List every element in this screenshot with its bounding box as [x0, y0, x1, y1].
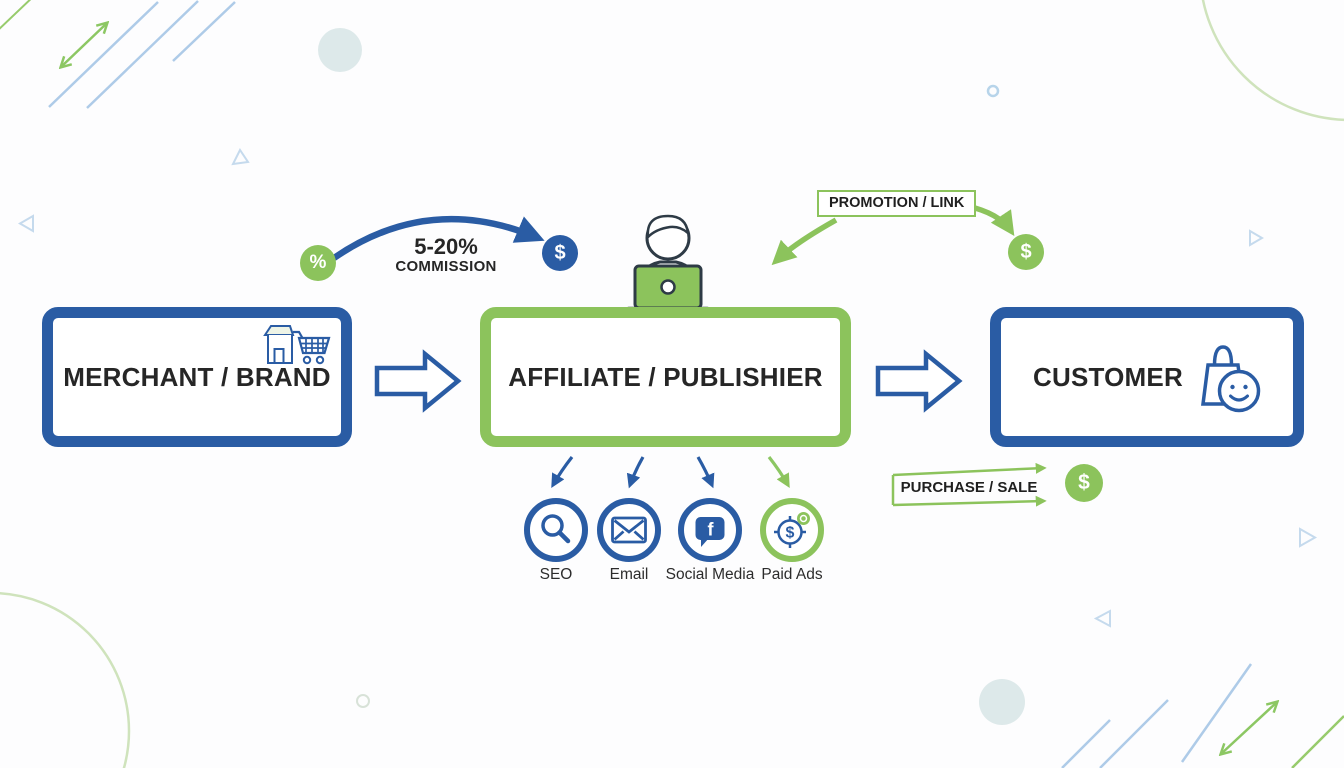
channel-email: [597, 498, 661, 562]
store-cart-icon: [263, 325, 331, 365]
commission-rate: 5-20%: [414, 234, 478, 259]
person-laptop-icon: [623, 214, 713, 314]
promotion-label-box: PROMOTION / LINK: [817, 190, 977, 217]
channel-seo: [524, 498, 588, 562]
paid-ads-dollar: $: [786, 525, 795, 542]
dollar-badge-green-promotion: $: [1008, 234, 1044, 270]
affiliate-label: AFFILIATE / PUBLISHIER: [508, 361, 823, 392]
affiliate-box: AFFILIATE / PUBLISHIER: [480, 307, 851, 447]
percent-symbol: %: [309, 252, 327, 273]
purchase-arrows: [891, 462, 1047, 507]
purchase-label: PURCHASE / SALE: [900, 479, 1038, 496]
merchant-label: MERCHANT / BRAND: [63, 361, 331, 392]
dollar-symbol: $: [1020, 240, 1032, 263]
channel-arrow-social: [696, 456, 715, 489]
customer-label: CUSTOMER: [1033, 361, 1183, 392]
channel-arrow-email: [626, 456, 645, 489]
search-icon: [541, 514, 571, 544]
channel-label-social-media: Social Media: [665, 566, 755, 583]
promotion-arrow-to-affiliate: [771, 217, 838, 266]
commission-arrow: [332, 215, 545, 261]
facebook-letter: f: [708, 520, 715, 540]
purchase-label-box: PURCHASE / SALE: [899, 479, 1039, 496]
email-icon: [611, 516, 647, 544]
channel-label-email: Email: [609, 566, 649, 583]
dollar-badge-blue: $: [542, 235, 578, 271]
merchant-box: MERCHANT / BRAND: [42, 307, 352, 447]
flow-arrow-affiliate-to-customer: [875, 349, 963, 413]
channel-social-media: f: [678, 498, 742, 562]
commission-caption: COMMISSION: [395, 258, 497, 275]
percent-badge: %: [300, 245, 336, 281]
facebook-icon: f: [695, 517, 725, 547]
dollar-symbol: $: [554, 241, 566, 264]
target-dollar-icon: $: [774, 512, 810, 548]
promotion-label: PROMOTION / LINK: [829, 195, 965, 211]
channel-label-paid-ads: Paid Ads: [761, 566, 823, 583]
flow-arrow-merchant-to-affiliate: [374, 349, 462, 413]
dollar-badge-green-purchase: $: [1065, 464, 1103, 502]
customer-box: CUSTOMER: [990, 307, 1304, 447]
channel-arrow-seo: [551, 456, 574, 489]
channel-label-seo: SEO: [539, 566, 573, 583]
channel-arrow-paid-ads: [767, 456, 790, 489]
channel-paid-ads: $: [760, 498, 824, 562]
dollar-symbol: $: [1078, 471, 1090, 494]
commission-text: 5-20% COMMISSION: [380, 235, 512, 275]
shopping-bag-smiley-icon: [1200, 345, 1261, 413]
